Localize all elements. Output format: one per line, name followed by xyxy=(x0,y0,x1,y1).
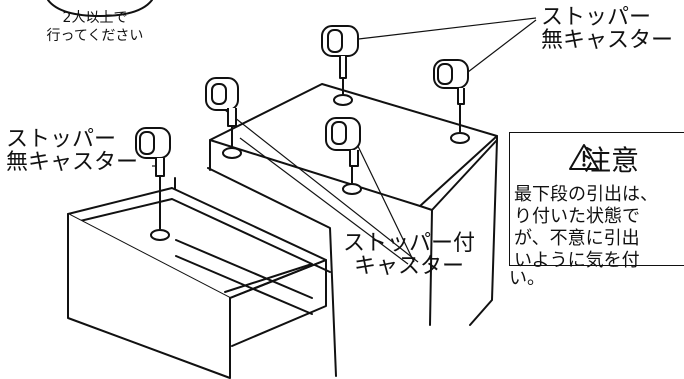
caster-wheel-icon xyxy=(205,77,242,159)
label-line: ストッパー xyxy=(541,5,652,30)
drawer-front xyxy=(67,213,231,379)
label-caster-no-stopper-right: ストッパー 無キャスター xyxy=(541,6,673,52)
warning-box: 注意 最下段の引出は、 り付いた状態で が、不意に引出 いように気を付 xyxy=(509,132,684,271)
two-person-note-line: 2人以上で xyxy=(62,10,128,26)
warning-body: 最下段の引出は、 り付いた状態で が、不意に引出 いように気を付 xyxy=(514,184,684,272)
pointer-line xyxy=(224,109,419,263)
warning-triangle-icon xyxy=(569,144,599,170)
two-person-note: 2人以上で 行ってください xyxy=(20,10,170,45)
caster-wheel-icon xyxy=(321,25,359,106)
warning-line: り付いた状態で xyxy=(514,206,640,227)
label-line: ストッパー付 xyxy=(343,231,476,256)
label-line: 無キャスター xyxy=(541,28,674,54)
pointer-line xyxy=(349,17,537,41)
caster-wheel-icon xyxy=(135,127,171,241)
label-line: キャスター xyxy=(354,254,465,280)
pointer-line xyxy=(354,139,415,263)
caster-wheel-icon xyxy=(325,117,362,195)
caster-wheel-icon xyxy=(433,59,470,144)
label-caster-with-stopper: ストッパー付 キャスター xyxy=(343,232,475,278)
label-line: 無キャスター xyxy=(6,150,139,176)
warning-line: 最下段の引出は、 xyxy=(514,184,658,205)
warning-title: 注意 xyxy=(583,144,640,177)
pointer-line xyxy=(239,137,409,265)
label-line: ストッパー xyxy=(6,127,117,152)
two-person-note-line: 行ってください xyxy=(46,27,144,44)
pointer-line xyxy=(467,19,537,73)
badge-circle-fragment xyxy=(47,0,153,17)
warning-line: が、不意に引出 xyxy=(514,228,640,249)
cabinet-side-edge xyxy=(207,167,337,377)
warning-line: いように気を付 xyxy=(514,250,640,271)
label-caster-no-stopper-left: ストッパー 無キャスター xyxy=(6,128,138,174)
warning-tail: い。 xyxy=(509,268,545,289)
cabinet-right-side xyxy=(469,135,498,326)
